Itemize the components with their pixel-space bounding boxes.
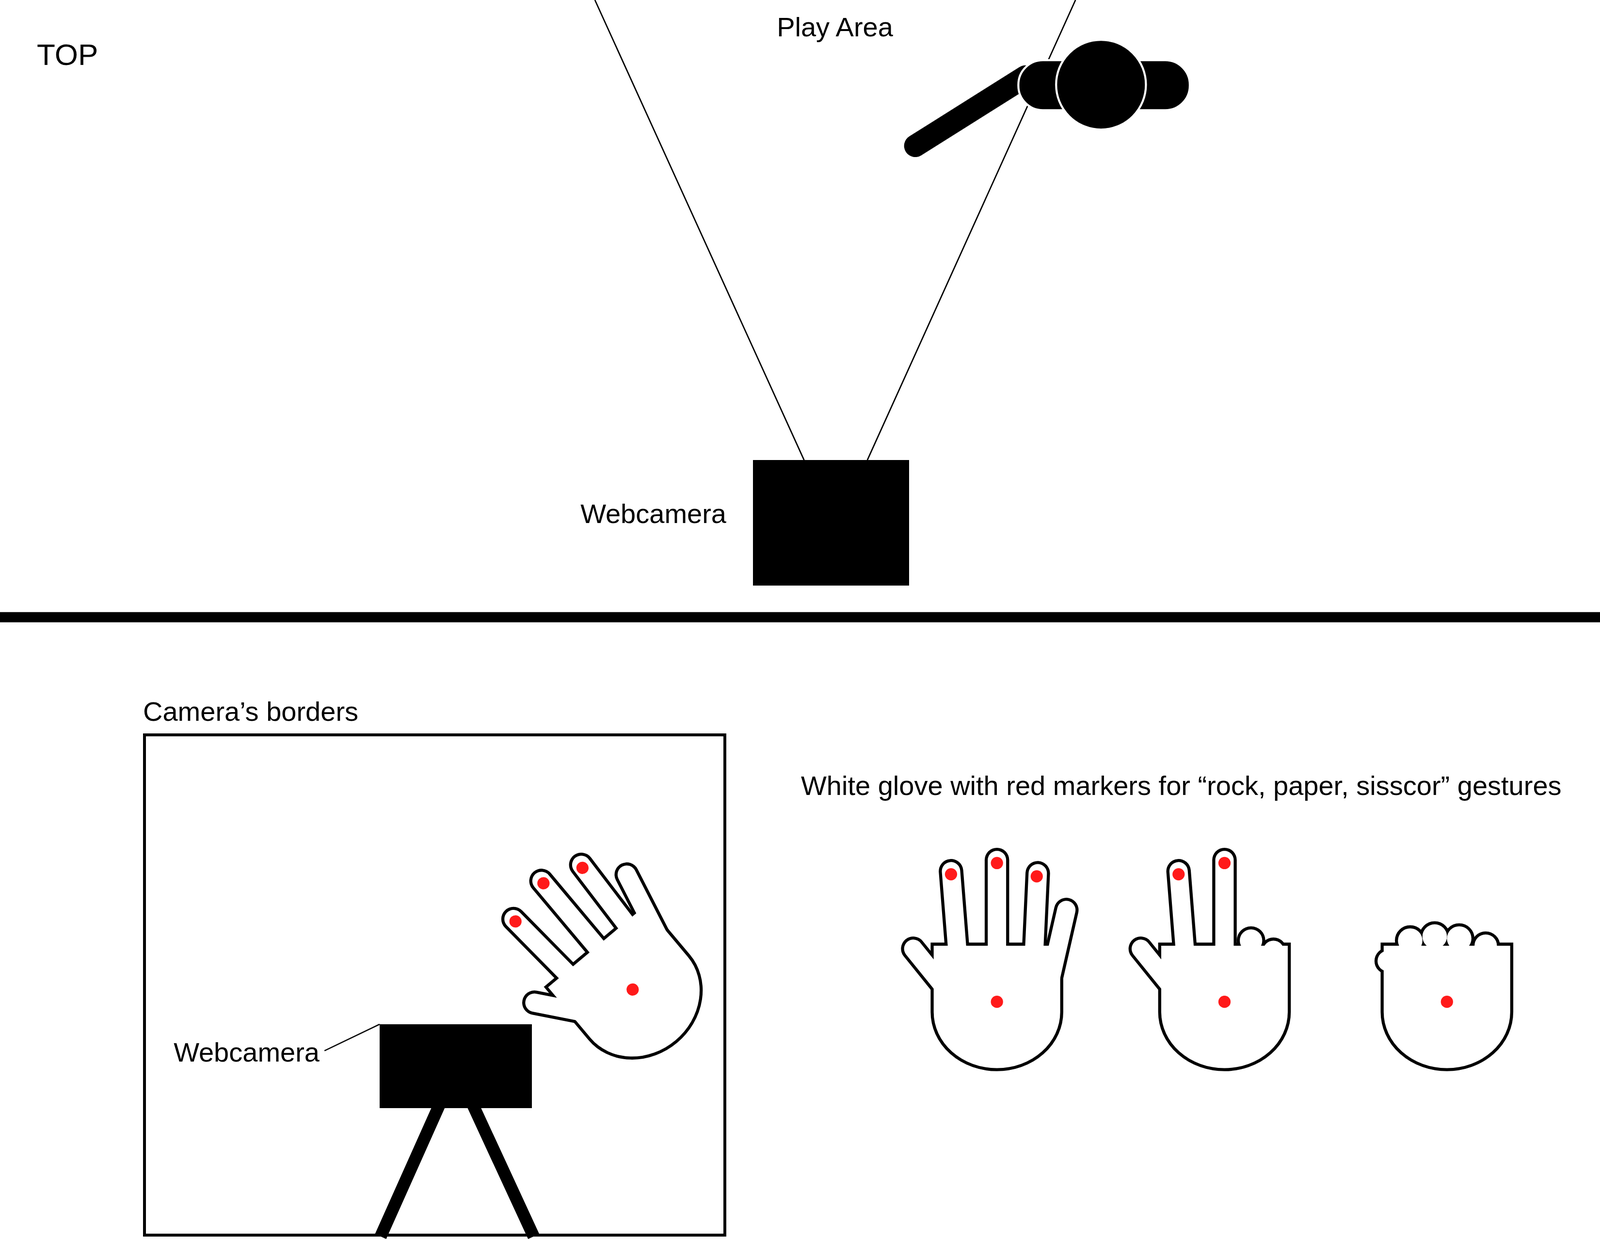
red-marker bbox=[624, 981, 642, 999]
hand-outline bbox=[1377, 924, 1511, 1069]
player-arm-outline bbox=[915, 76, 1026, 146]
divider bbox=[0, 612, 1600, 623]
red-marker bbox=[574, 859, 592, 878]
paper-hand bbox=[913, 857, 1067, 1069]
hand-fill bbox=[1161, 929, 1288, 1069]
hand-fill bbox=[547, 906, 724, 1082]
player-arm bbox=[915, 76, 1026, 146]
player-head bbox=[1056, 39, 1146, 130]
webcam-label: Webcamera bbox=[173, 1036, 320, 1069]
webcam-box: Webcamera bbox=[752, 460, 910, 586]
webcam-label: Webcamera bbox=[580, 497, 727, 530]
red-marker bbox=[991, 995, 1004, 1008]
red-marker bbox=[1172, 868, 1185, 881]
leader-line bbox=[324, 1024, 380, 1052]
red-marker bbox=[1030, 870, 1043, 883]
red-marker bbox=[944, 868, 958, 881]
frame-heading: Camera’s borders bbox=[143, 695, 359, 728]
red-marker bbox=[1440, 995, 1454, 1008]
tripod-leg bbox=[471, 1102, 534, 1237]
view-line bbox=[594, 0, 804, 461]
area-label: Play Area bbox=[776, 10, 894, 44]
rock-hand bbox=[1377, 924, 1511, 1069]
red-marker bbox=[534, 874, 553, 893]
red-marker bbox=[991, 857, 1004, 870]
hand-fill bbox=[1377, 924, 1511, 1069]
tripod-leg bbox=[380, 1102, 441, 1237]
glove-note: White glove with red markers for “rock, … bbox=[800, 769, 1562, 802]
red-marker bbox=[1218, 995, 1231, 1008]
scissors-hand bbox=[1140, 857, 1288, 1069]
view-heading: TOP bbox=[36, 36, 98, 73]
hand-outline bbox=[933, 945, 1061, 1069]
hand-fill bbox=[933, 945, 1061, 1069]
hand-outline bbox=[1161, 929, 1288, 1069]
red-marker bbox=[1218, 857, 1231, 870]
camera-frame: Camera’s bordersWebcamera bbox=[143, 733, 727, 1237]
red-marker bbox=[506, 912, 525, 931]
webcam-box: Webcamera bbox=[379, 1024, 532, 1109]
player-figure bbox=[915, 39, 1190, 146]
